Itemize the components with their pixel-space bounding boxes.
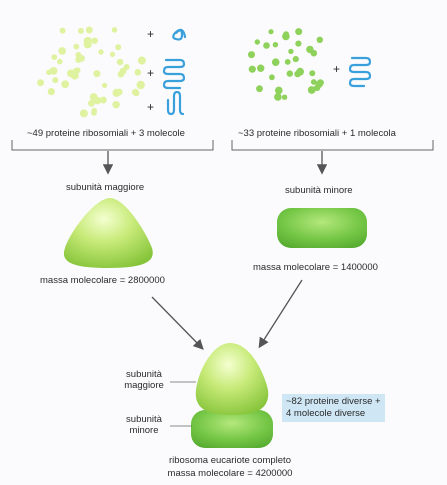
complete-label-large: subunità maggiore xyxy=(124,369,164,391)
rna-molecule-2 xyxy=(162,58,186,90)
protein-dot xyxy=(115,44,122,51)
protein-dot xyxy=(85,26,93,34)
protein-dot xyxy=(295,28,303,36)
complete-caption-line1: ribosoma eucariote completo xyxy=(169,455,291,466)
right-rna-molecule xyxy=(348,56,372,88)
protein-dot xyxy=(275,86,283,95)
protein-dot xyxy=(296,67,304,76)
protein-dot xyxy=(111,27,118,33)
protein-dot xyxy=(272,42,279,48)
protein-dot xyxy=(136,80,145,90)
protein-dot xyxy=(295,40,302,47)
protein-dot xyxy=(271,58,280,66)
protein-dot xyxy=(88,99,95,107)
plus-sign-3: + xyxy=(147,100,155,114)
arrow-large-to-complete xyxy=(151,296,204,350)
plus-sign-2: + xyxy=(147,66,155,80)
protein-dot xyxy=(91,37,98,44)
protein-dot xyxy=(134,69,142,76)
complete-label-small: subunità minore xyxy=(126,414,162,436)
protein-dot xyxy=(283,31,289,37)
protein-dot xyxy=(286,70,293,77)
complete-large-subunit xyxy=(195,343,269,415)
plus-sign-1: + xyxy=(147,27,155,41)
protein-dot xyxy=(102,82,108,88)
protein-dot xyxy=(281,94,288,100)
protein-dot xyxy=(316,79,324,87)
complete-note: ~82 proteine diverse + 4 molecole divers… xyxy=(282,394,385,422)
protein-dot xyxy=(99,96,107,104)
right-protein-cluster xyxy=(248,28,324,101)
protein-dot xyxy=(288,48,294,55)
protein-dot xyxy=(256,85,263,93)
protein-dot xyxy=(77,27,84,34)
protein-dot xyxy=(274,93,282,101)
protein-dot xyxy=(268,29,274,35)
protein-dot xyxy=(58,47,66,55)
rna-molecule-3 xyxy=(166,90,185,116)
protein-dot xyxy=(67,69,75,78)
protein-dot xyxy=(316,36,323,43)
protein-dot xyxy=(61,80,70,89)
protein-dot xyxy=(263,42,270,49)
large-subunit-title: subunità maggiore xyxy=(66,182,145,193)
protein-dot xyxy=(284,59,291,65)
protein-dot xyxy=(73,43,80,50)
plus-sign-right: + xyxy=(333,62,341,76)
rna-molecule-1 xyxy=(172,28,187,41)
protein-dot xyxy=(309,70,316,77)
protein-dot xyxy=(133,90,140,97)
left-caption: ~49 proteine ribosomiali + 3 molecole xyxy=(27,128,185,139)
small-subunit-mass: massa molecolare = 1400000 xyxy=(253,262,378,273)
protein-dot xyxy=(310,49,318,57)
protein-dot xyxy=(116,58,124,66)
protein-dot xyxy=(93,70,101,78)
protein-dot xyxy=(248,51,255,59)
protein-dot xyxy=(79,109,88,118)
protein-dot xyxy=(248,65,256,73)
protein-dot xyxy=(91,110,97,116)
protein-dot xyxy=(83,36,92,46)
small-subunit-title: subunità minore xyxy=(285,185,353,196)
protein-dot xyxy=(49,67,58,75)
arrow-small-to-complete xyxy=(258,279,303,349)
protein-dot xyxy=(310,86,316,93)
protein-dot xyxy=(257,64,265,72)
protein-dot xyxy=(116,88,123,96)
protein-dot xyxy=(269,74,275,81)
protein-dot xyxy=(137,56,146,65)
left-bracket xyxy=(11,140,214,151)
protein-dot xyxy=(47,88,55,96)
complete-small-subunit xyxy=(191,410,273,448)
protein-dot xyxy=(310,79,317,85)
protein-dot xyxy=(37,79,45,87)
left-protein-cluster xyxy=(37,26,146,118)
protein-dot xyxy=(75,51,82,58)
protein-dot xyxy=(72,67,80,75)
protein-dot xyxy=(123,64,130,70)
protein-dot xyxy=(89,93,98,101)
protein-dot xyxy=(51,54,58,60)
protein-dot xyxy=(52,77,59,84)
large-subunit-shape xyxy=(63,198,153,268)
protein-dot xyxy=(98,49,104,55)
right-caption: ~33 proteine ribosomiali + 1 molecola xyxy=(238,128,396,139)
protein-dot xyxy=(112,101,120,109)
protein-dot xyxy=(57,58,63,65)
right-bracket xyxy=(231,140,434,151)
complete-caption-line2: massa molecolare = 4200000 xyxy=(167,468,293,479)
protein-dot xyxy=(75,56,82,63)
protein-dot xyxy=(119,67,127,75)
protein-dot xyxy=(254,39,260,45)
left-rna-molecules xyxy=(162,28,187,116)
protein-dot xyxy=(292,56,299,63)
small-subunit-shape xyxy=(277,208,367,248)
protein-dot xyxy=(109,51,116,58)
protein-dot xyxy=(59,27,66,34)
large-subunit-mass: massa molecolare = 2800000 xyxy=(40,275,165,286)
